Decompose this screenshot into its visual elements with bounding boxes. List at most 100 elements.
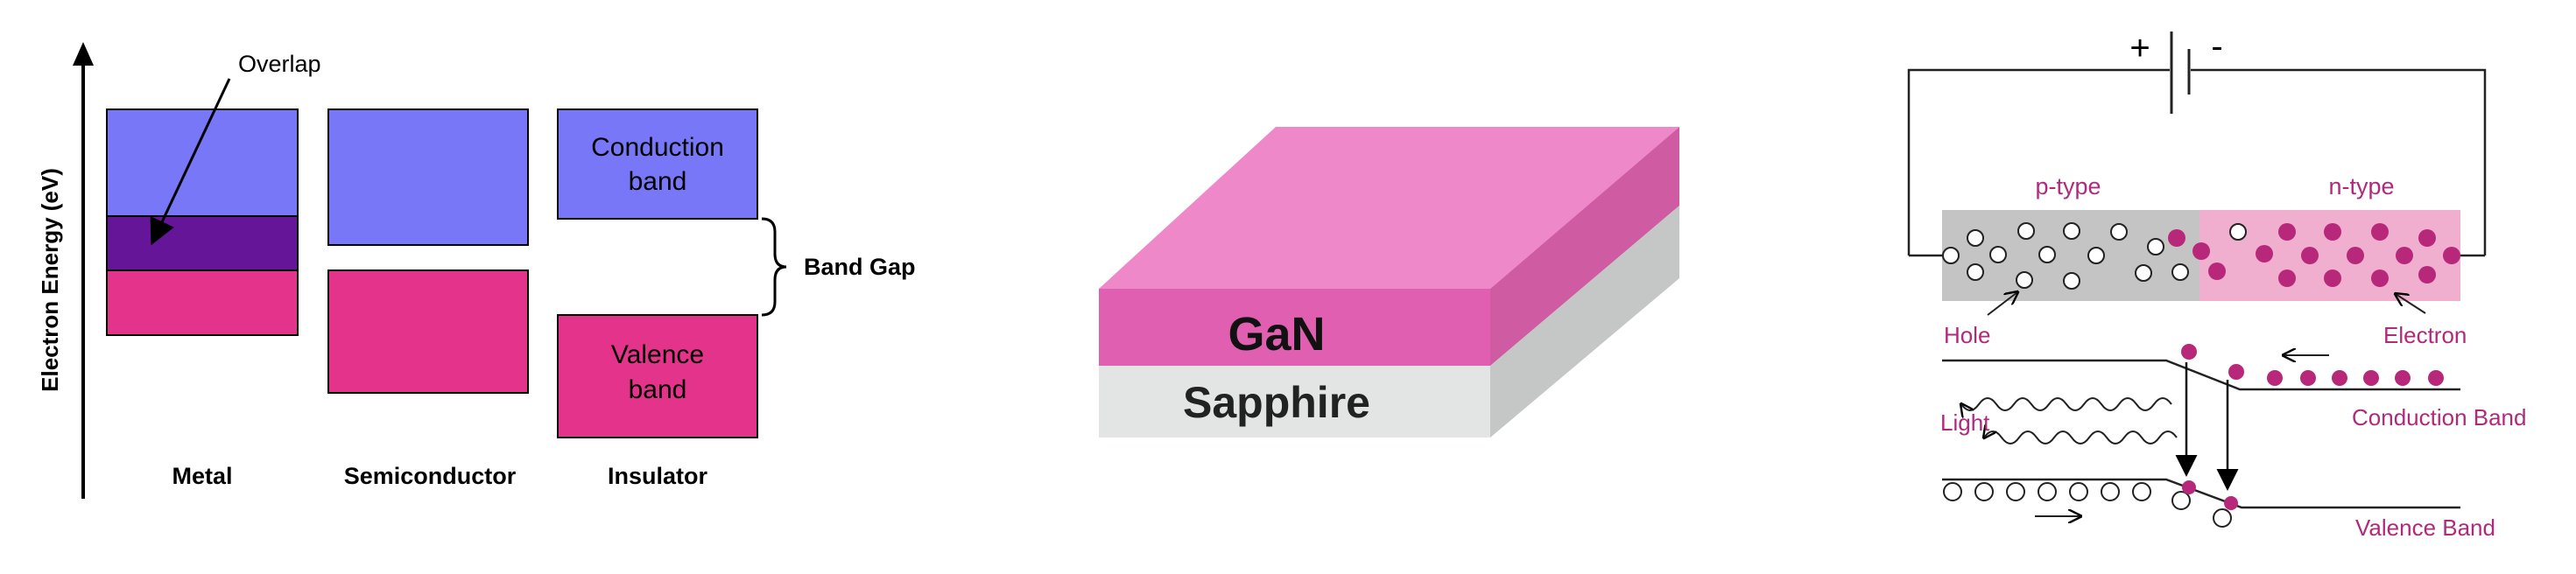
sapphire-label: Sapphire <box>1183 378 1370 427</box>
light-label: Light <box>1940 410 1990 436</box>
column-label-insulator: Insulator <box>608 463 708 489</box>
hole <box>2171 491 2191 510</box>
hole <box>1967 263 1984 281</box>
band-gap-brace <box>761 217 787 317</box>
band-gap-label: Band Gap <box>804 254 916 280</box>
valence-label-line1: Valence <box>611 340 704 369</box>
wafer-panel: GaN Sapphire <box>1099 127 1679 438</box>
n-region-electrons <box>2168 223 2460 287</box>
hole <box>2063 272 2080 290</box>
electron <box>2192 242 2210 260</box>
electron <box>2363 370 2379 386</box>
battery-plus: + <box>2129 29 2150 67</box>
electron <box>2332 370 2347 386</box>
electron <box>2347 247 2364 264</box>
gan-front-face <box>1099 289 1490 366</box>
sapphire-front-face <box>1099 366 1490 438</box>
valence-label-line2: band <box>629 375 687 404</box>
overlap-arrow <box>150 78 231 246</box>
recombining-electron <box>2224 496 2238 510</box>
hole <box>2229 223 2247 241</box>
valence-band-line <box>1942 478 2460 509</box>
metal-valence-band <box>106 270 299 336</box>
electron <box>2168 229 2185 247</box>
gan-side-face <box>1490 127 1679 366</box>
hole <box>2213 508 2232 528</box>
column-label-metal: Metal <box>172 463 232 489</box>
valence-holes <box>1943 482 2232 528</box>
conduction-label-line2: band <box>629 167 687 196</box>
electron <box>2208 262 2226 280</box>
hole <box>2087 247 2105 264</box>
electron <box>2396 247 2413 264</box>
overlap-label: Overlap <box>238 51 321 77</box>
gan-top-face <box>1099 127 1679 289</box>
hole-label: Hole <box>1944 322 1990 348</box>
p-type-label: p-type <box>2035 173 2101 200</box>
electron <box>2256 245 2273 262</box>
hole <box>1942 247 1960 264</box>
hole <box>1943 482 1962 501</box>
p-region-holes <box>1942 222 2247 290</box>
electron <box>2324 223 2341 241</box>
hole <box>2038 482 2057 501</box>
metal-overlap-band <box>106 215 299 271</box>
electron <box>2371 270 2389 287</box>
electron <box>2418 229 2436 247</box>
hole <box>2147 238 2164 256</box>
electron <box>2395 370 2411 386</box>
electron <box>2301 247 2319 264</box>
light-wave-lower <box>1984 431 2178 444</box>
electron <box>2278 270 2296 287</box>
electron <box>2428 370 2444 386</box>
hole <box>1974 482 1994 501</box>
conduction-electrons <box>2181 344 2444 386</box>
electron-pointer <box>2396 294 2426 314</box>
hole <box>2171 263 2189 281</box>
metal-conduction-band <box>106 108 299 217</box>
hole-pointer <box>1987 292 2017 316</box>
recombining-electron <box>2182 480 2196 494</box>
hole <box>1967 229 1984 247</box>
y-axis-label: Electron Energy (eV) <box>37 168 63 392</box>
electron <box>2228 364 2244 380</box>
hole <box>2016 271 2033 289</box>
electron <box>2443 247 2460 264</box>
y-axis-arrowhead <box>73 42 94 66</box>
electron <box>2300 370 2316 386</box>
electron <box>2181 344 2197 360</box>
hole <box>2038 246 2056 263</box>
band-diagram-panel: Electron Energy (eV) Overlap Conduction … <box>37 42 916 499</box>
semiconductor-conduction-band <box>327 108 529 246</box>
hole <box>2063 222 2080 240</box>
sapphire-side-face <box>1490 206 1679 438</box>
light-wave-upper <box>1961 397 2172 410</box>
electron <box>2418 266 2436 284</box>
insulator-conduction-band <box>557 108 758 220</box>
conduction-band-label: Conduction Band <box>2352 404 2526 430</box>
insulator-valence-band <box>557 314 758 438</box>
electron <box>2267 370 2283 386</box>
column-label-semiconductor: Semiconductor <box>344 463 517 489</box>
valence-band-label: Valence Band <box>2355 514 2495 541</box>
hole <box>2006 482 2025 501</box>
hole <box>2017 222 2035 240</box>
gan-label: GaN <box>1228 308 1325 360</box>
hole <box>2110 223 2128 241</box>
conduction-label-line1: Conduction <box>591 133 724 162</box>
led-panel: + - p-type n-type <box>1907 27 2526 541</box>
electron <box>2278 223 2296 241</box>
battery-minus: - <box>2211 27 2222 66</box>
semiconductor-valence-band <box>327 270 529 394</box>
hole <box>2101 482 2120 501</box>
hole <box>2069 482 2088 501</box>
conduction-band-line <box>1942 359 2460 391</box>
electron <box>2371 223 2389 241</box>
hole <box>1989 246 2007 263</box>
electron <box>2324 270 2341 287</box>
n-type-label: n-type <box>2328 173 2394 200</box>
circuit-wire <box>1907 68 2170 256</box>
hole <box>2132 482 2151 501</box>
hole <box>2135 264 2152 282</box>
